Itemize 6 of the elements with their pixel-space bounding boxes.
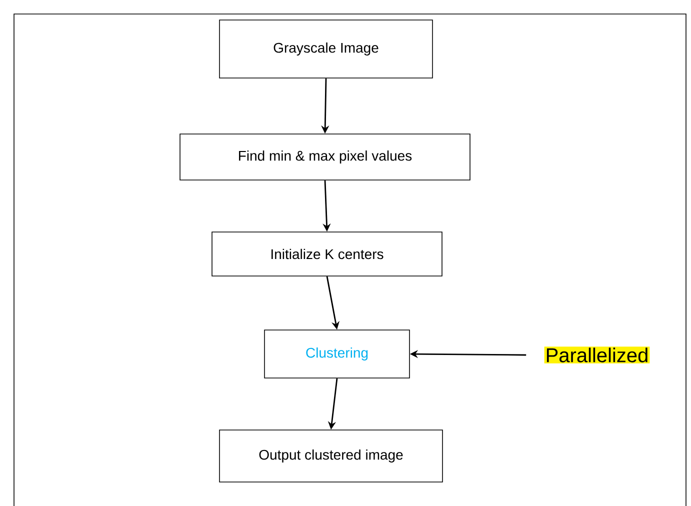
process-box: Find min & max pixel values [180,134,470,180]
process-box: Clustering [264,330,410,378]
process-box: Grayscale Image [219,20,433,78]
process-box: Initialize K centers [212,232,442,276]
highlighted-note: Parallelized [544,346,650,364]
process-box: Output clustered image [219,430,443,482]
